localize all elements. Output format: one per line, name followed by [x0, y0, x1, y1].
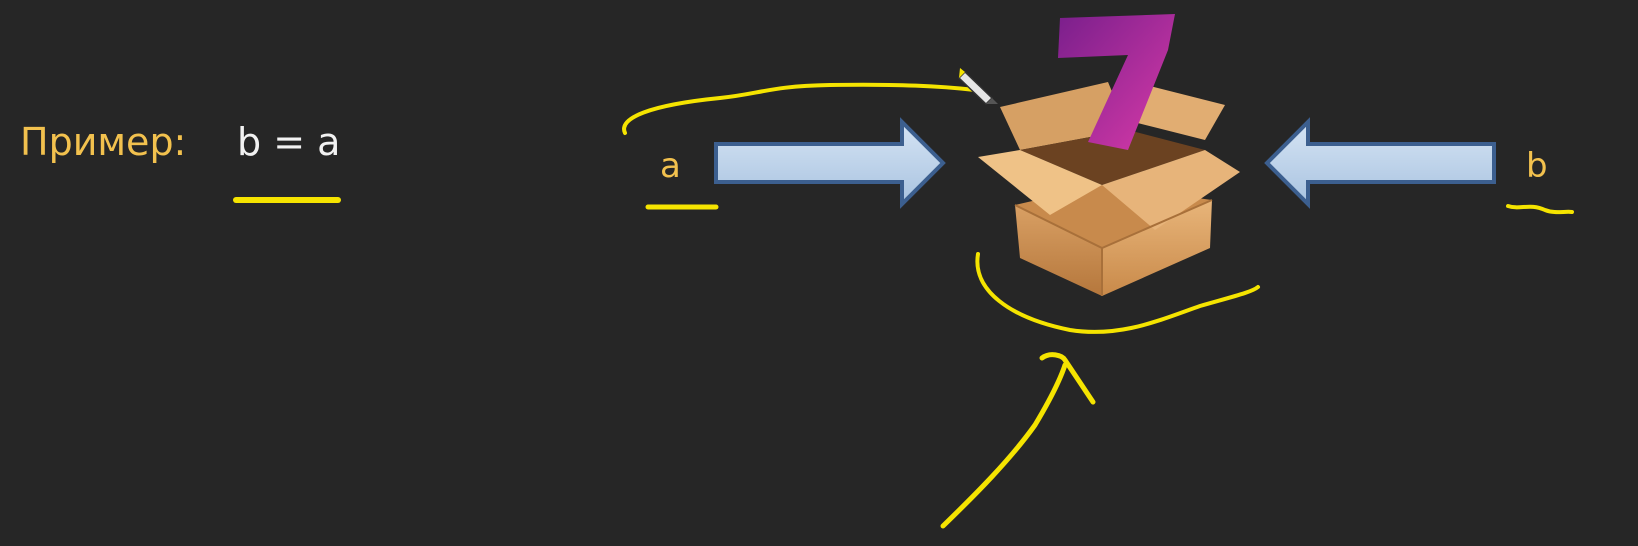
digit-seven [1058, 14, 1175, 150]
arrow-right-icon [714, 117, 946, 209]
box-icon [978, 14, 1240, 296]
assignment-expression: b = a [237, 120, 341, 164]
pen-cursor-icon [957, 68, 998, 106]
box-underline-curve [975, 252, 1260, 334]
a-to-box-curve [622, 82, 977, 135]
variable-b-label: b [1526, 146, 1548, 186]
variable-a-label: a [660, 146, 681, 186]
example-label: Пример: [20, 120, 187, 164]
pointer-head [1039, 352, 1096, 405]
b-underline [1506, 204, 1574, 215]
pointer-stroke [940, 362, 1068, 529]
arrow-left-icon [1264, 117, 1496, 209]
